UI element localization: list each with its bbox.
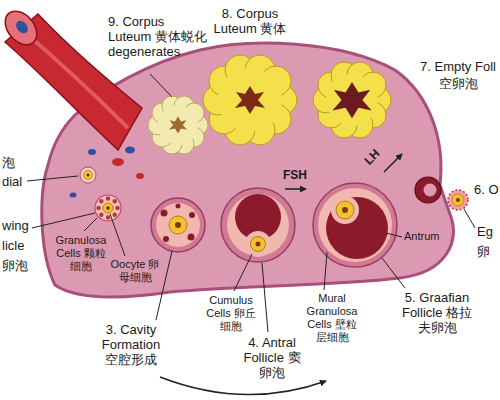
structure-label: Granulosa Cells 颗粒细胞 xyxy=(52,234,110,273)
cavity-follicle xyxy=(176,204,181,209)
antral-follicle xyxy=(221,188,295,262)
released-egg xyxy=(448,190,468,210)
primordial-follicle xyxy=(87,174,90,177)
stage-label: 3. Cavity Formation 空腔形成 xyxy=(98,322,164,367)
fragment-label: Eg 卵 xyxy=(477,222,499,262)
growing-follicle xyxy=(99,199,103,203)
stage-label: 7. Empty Foll 空卵泡 xyxy=(419,58,497,92)
leader-line xyxy=(262,263,268,332)
growing-follicle xyxy=(99,213,103,217)
stage-label: 9. Corpus Luteum 黄体蜕化 degenerates xyxy=(108,14,209,59)
leader-line xyxy=(234,254,252,291)
cavity-follicle xyxy=(175,222,181,228)
leader-line xyxy=(150,74,172,97)
antral-follicle xyxy=(245,231,271,257)
corpus-luteum xyxy=(218,68,282,132)
primordial-follicle xyxy=(80,167,96,183)
growing-follicle xyxy=(113,213,117,217)
cavity-follicle xyxy=(161,210,168,217)
graafian-follicle xyxy=(326,197,388,259)
growing-follicle xyxy=(95,195,121,221)
blood-vessel xyxy=(125,147,135,154)
primordial-follicle xyxy=(80,167,96,183)
cavity-follicle xyxy=(169,216,187,234)
structure-label: Cumulus Cells 卵丘细胞 xyxy=(205,294,257,333)
blood-vessel xyxy=(112,158,124,166)
released-egg xyxy=(448,190,468,210)
degenerating-corpus-luteum xyxy=(169,117,187,134)
graafian-follicle xyxy=(336,201,354,219)
structure-label: Antrum xyxy=(404,230,439,243)
leader-line xyxy=(386,233,402,237)
hormone-arrow xyxy=(285,188,306,190)
corpus-luteum xyxy=(235,86,265,114)
stage-label: 8. Corpus Luteum 黄体 xyxy=(205,6,295,36)
forming-corpus-luteum xyxy=(313,62,391,138)
corpus-luteum xyxy=(203,55,297,145)
growing-follicle xyxy=(103,203,113,213)
growing-follicle xyxy=(106,206,110,210)
released-egg xyxy=(452,194,464,206)
ruptured-follicle xyxy=(415,177,441,203)
primordial-follicle xyxy=(84,171,93,180)
released-egg xyxy=(456,198,460,202)
degenerating-corpus-luteum xyxy=(158,105,198,145)
fragment-label: 6. O xyxy=(474,182,499,198)
cavity-follicle xyxy=(151,198,205,252)
structure-label: Mural Granulosa Cells 壁粒层细胞 xyxy=(302,292,362,344)
blood-vessel xyxy=(88,149,96,155)
graafian-follicle xyxy=(313,183,397,267)
cycle-arrow xyxy=(160,377,326,395)
fragment-label: 泡 xyxy=(2,155,15,171)
blood-vessel xyxy=(14,18,31,35)
growing-follicle xyxy=(106,215,110,219)
growing-follicle xyxy=(106,196,110,200)
cavity-follicle xyxy=(189,212,195,218)
antral-follicle xyxy=(251,237,266,252)
hormone-arrow xyxy=(384,154,402,172)
leader-line xyxy=(382,258,405,288)
blood-vessel xyxy=(70,193,77,198)
structure-label: Oocyte 卵母细胞 xyxy=(110,258,160,284)
stage-label: 5. Graafian Follicle 格拉夫卵泡 xyxy=(398,290,476,335)
stage-label: 4. Antral Follicle 窦卵泡 xyxy=(240,335,304,380)
growing-follicle xyxy=(113,199,117,203)
antral-follicle xyxy=(256,242,261,247)
hormone-label: LH xyxy=(361,146,382,167)
leader-line xyxy=(110,214,125,256)
leader-line xyxy=(32,213,95,228)
graafian-follicle xyxy=(318,188,392,262)
graafian-follicle xyxy=(331,196,359,224)
antral-follicle xyxy=(227,194,289,256)
leader-line xyxy=(84,218,97,231)
hormone-label: FSH xyxy=(283,168,307,182)
blood-vessel xyxy=(136,173,144,179)
leader-line xyxy=(27,176,78,181)
forming-corpus-luteum xyxy=(326,74,378,126)
ruptured-follicle xyxy=(415,177,441,203)
antral-follicle xyxy=(221,188,295,262)
fragment-label: wing licle 卵泡 xyxy=(2,216,32,276)
graafian-follicle xyxy=(342,207,348,213)
growing-follicle xyxy=(96,206,100,210)
cavity-follicle xyxy=(163,236,169,242)
forming-corpus-luteum xyxy=(333,82,372,118)
cavity-follicle xyxy=(188,234,195,241)
leader-line xyxy=(324,252,327,290)
graafian-follicle xyxy=(313,183,397,267)
growing-follicle xyxy=(115,206,119,210)
fragment-label: dial xyxy=(2,174,22,190)
cavity-follicle xyxy=(156,203,200,247)
degenerating-corpus-luteum xyxy=(148,96,208,154)
leader-line xyxy=(464,209,475,228)
ruptured-follicle xyxy=(424,184,437,197)
cavity-follicle xyxy=(151,198,205,252)
blood-vessel xyxy=(0,5,43,51)
growing-follicle xyxy=(95,195,121,221)
cycle-arrow xyxy=(160,377,326,395)
